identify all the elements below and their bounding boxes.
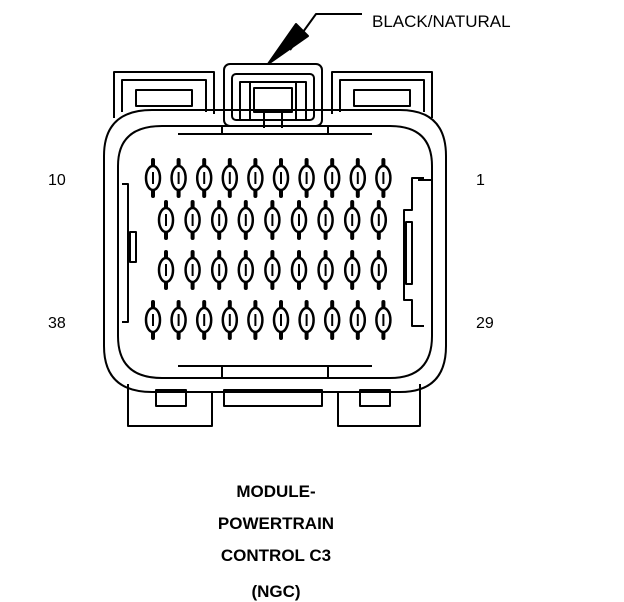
connector-cavity [117, 125, 433, 379]
caption-line-1: MODULE- [236, 482, 316, 501]
top-ear-right [331, 71, 433, 118]
terminal-pin [290, 200, 308, 240]
terminal-pin [157, 200, 175, 240]
pin-label-29: 29 [476, 315, 494, 332]
terminal-pin [375, 158, 392, 198]
terminal-pin [298, 300, 315, 340]
terminal-pin [221, 158, 239, 198]
terminal-pin [247, 158, 264, 198]
terminal-pin [323, 158, 341, 198]
terminal-pin [370, 250, 388, 290]
callout-arrowhead [267, 23, 309, 65]
terminal-pin [144, 158, 162, 198]
terminal-pin [237, 200, 255, 240]
top-latch [223, 63, 323, 128]
terminal-pin [247, 300, 264, 340]
terminal-pin [317, 200, 334, 240]
bottom-tab [223, 389, 323, 407]
pin-label-38: 38 [48, 315, 66, 332]
terminal-pin [272, 158, 290, 198]
terminal-pin [184, 200, 201, 240]
terminal-pin [264, 200, 281, 240]
terminal-pin [375, 300, 392, 340]
terminal-pin [170, 158, 187, 198]
terminal-pin [221, 300, 239, 340]
bottom-ear-right [337, 384, 421, 427]
terminal-pin [272, 300, 290, 340]
connector-shell [103, 109, 447, 393]
pin-label-10: 10 [48, 172, 66, 189]
terminal-pin [323, 300, 341, 340]
terminal-pin [195, 300, 213, 340]
pin-label-1: 1 [476, 172, 485, 189]
terminal-pin [210, 200, 228, 240]
caption-line-3: CONTROL C3 [220, 546, 332, 565]
caption-line-4: (NGC) [251, 582, 301, 601]
pin-field [144, 158, 392, 340]
terminal-pin [184, 250, 201, 290]
terminal-pin [370, 200, 388, 240]
bottom-ear-left [127, 384, 213, 427]
terminal-pin [157, 250, 175, 290]
terminal-pin [170, 300, 187, 340]
terminal-pin [210, 250, 228, 290]
terminal-pin [195, 158, 213, 198]
right-key [403, 177, 424, 327]
terminal-pin [317, 250, 334, 290]
color-callout: BLACK/NATURAL [372, 12, 511, 31]
terminal-pin [349, 158, 367, 198]
terminal-pin [298, 158, 315, 198]
terminal-pin [349, 300, 367, 340]
terminal-pin [290, 250, 308, 290]
caption-line-2: POWERTRAIN [217, 514, 335, 533]
top-ear-left [113, 71, 215, 118]
terminal-pin [264, 250, 281, 290]
terminal-pin [343, 250, 361, 290]
terminal-pin [237, 250, 255, 290]
terminal-pin [343, 200, 361, 240]
terminal-pin [144, 300, 162, 340]
